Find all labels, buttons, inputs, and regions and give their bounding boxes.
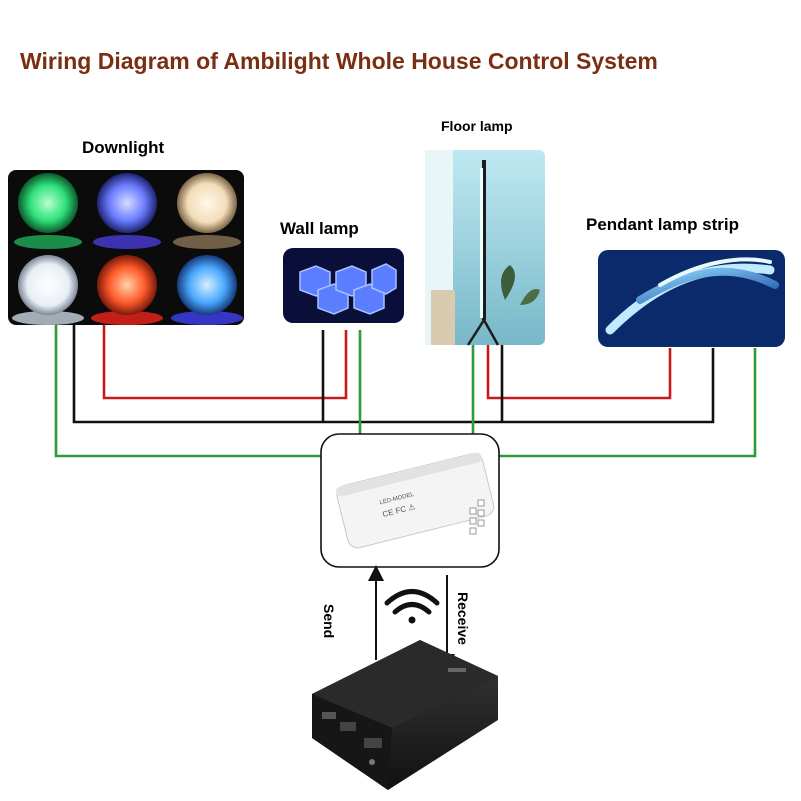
receive-label: Receive	[455, 592, 471, 645]
wire-green-right	[499, 348, 757, 458]
gateway-hub	[312, 640, 498, 790]
downlight-green	[18, 173, 78, 233]
downlight-red	[97, 255, 157, 315]
controller-module: LED-MODEL CE FC ⚠	[320, 433, 500, 568]
pendant-strip-image	[598, 250, 785, 347]
downlight-white	[18, 255, 78, 315]
floor-lamp-image	[425, 150, 545, 346]
pendant-strip-label: Pendant lamp strip	[586, 215, 740, 234]
wall-lamp-label: Wall lamp	[280, 219, 359, 238]
diagram-title: Wiring Diagram of Ambilight Whole House …	[20, 48, 658, 74]
wire-red-left	[102, 325, 348, 400]
downlight-sky	[177, 255, 237, 315]
wire-red-right	[486, 345, 672, 400]
wire-black-bus	[72, 325, 715, 424]
downlight-blue	[97, 173, 157, 233]
downlight-panel	[8, 170, 244, 325]
wire-green-left	[54, 325, 321, 458]
send-label: Send	[321, 604, 337, 639]
downlight-warm	[177, 173, 237, 233]
wires	[54, 325, 757, 458]
downlight-label: Downlight	[82, 138, 165, 157]
wifi-icon	[384, 589, 440, 624]
floor-lamp-label: Floor lamp	[441, 118, 513, 134]
wall-lamp-image	[283, 248, 404, 323]
